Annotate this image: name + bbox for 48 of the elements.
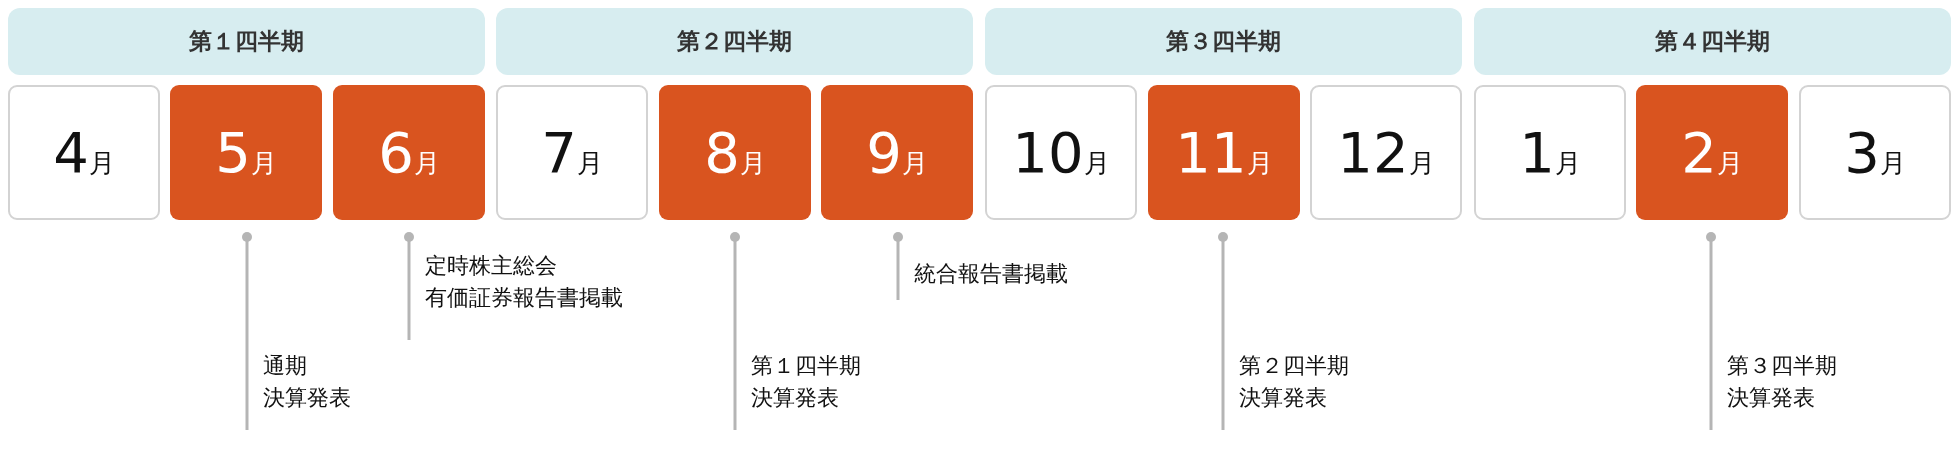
event-text: 決算発表 — [1239, 383, 1328, 412]
event-text: 定時株主総会 — [425, 252, 558, 280]
quarter-label: 第３四半期 — [1166, 27, 1281, 56]
month-label: 7月 — [541, 124, 603, 181]
month-label: 3月 — [1844, 124, 1906, 181]
event-text: 決算発表 — [751, 383, 840, 412]
month-label: 8月 — [704, 124, 766, 181]
month-box — [659, 85, 811, 220]
event-text: 統合報告書掲載 — [914, 260, 1068, 288]
month-box — [1799, 85, 1951, 220]
month-box — [1310, 85, 1462, 220]
month-label: 1月 — [1519, 124, 1581, 181]
month-box — [8, 85, 160, 220]
event-text: 第２四半期 — [1239, 352, 1349, 380]
leader-line — [242, 232, 252, 430]
quarter-label: 第１四半期 — [189, 27, 304, 56]
leader-line — [1706, 232, 1716, 430]
quarter-band — [1474, 8, 1951, 75]
leader-line — [730, 232, 740, 430]
event-text: 有価証券報告書掲載 — [425, 283, 623, 312]
month-label: 2月 — [1681, 124, 1743, 181]
month-label: 10月 — [1012, 124, 1110, 181]
month-box — [821, 85, 973, 220]
month-label: 5月 — [215, 124, 277, 181]
event-text: 決算発表 — [263, 383, 351, 412]
event-text: 第１四半期 — [751, 352, 861, 380]
event-text: 決算発表 — [1727, 383, 1816, 412]
month-label: 6月 — [378, 124, 440, 181]
leader-line — [404, 232, 414, 340]
quarter-band — [8, 8, 485, 75]
month-box — [1474, 85, 1626, 220]
leader-line — [893, 232, 903, 300]
quarter-band — [496, 8, 973, 75]
quarter-label: 第４四半期 — [1655, 27, 1770, 56]
leader-line — [1218, 232, 1228, 430]
quarter-label: 第２四半期 — [677, 27, 792, 56]
month-box — [1148, 85, 1300, 220]
month-box — [1636, 85, 1788, 220]
month-box — [985, 85, 1137, 220]
month-box — [496, 85, 648, 220]
quarter-band — [985, 8, 1462, 75]
event-text: 第３四半期 — [1727, 352, 1837, 380]
month-box — [333, 85, 485, 220]
event-text: 通期 — [263, 352, 308, 380]
month-label: 4月 — [53, 124, 115, 181]
month-label: 9月 — [866, 124, 928, 181]
month-box — [170, 85, 322, 220]
month-label: 11月 — [1175, 124, 1273, 181]
